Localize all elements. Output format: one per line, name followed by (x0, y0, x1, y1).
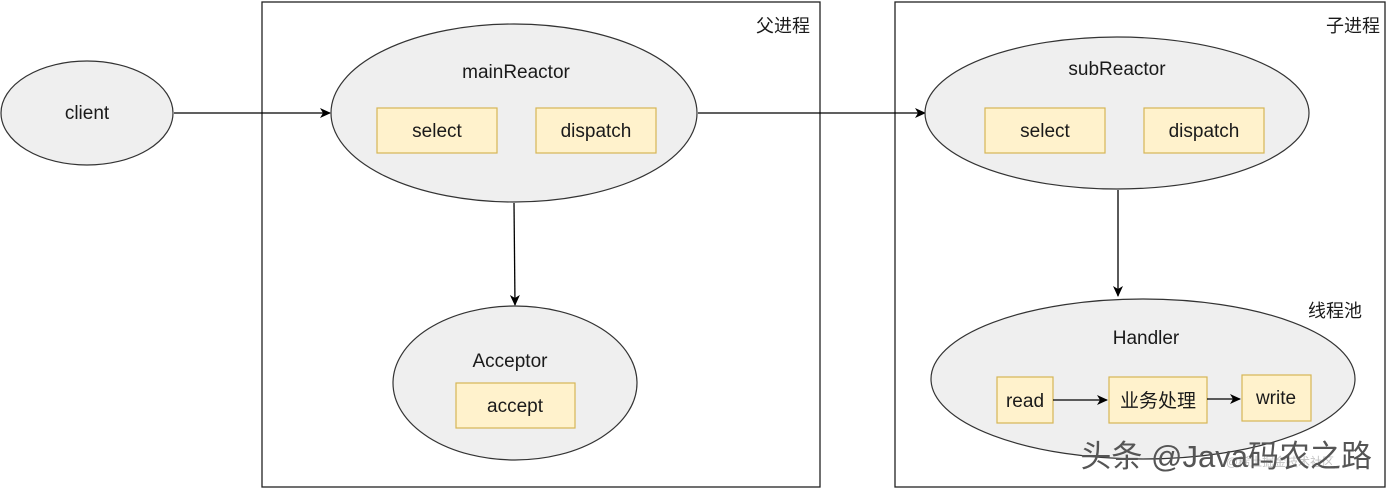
mainreactor-to-acceptor-arrow (509, 202, 520, 306)
acceptor-title: Acceptor (473, 351, 549, 372)
sub-reactor-title: subReactor (1068, 59, 1166, 80)
accept-label: accept (487, 396, 544, 417)
sub-dispatch-label: dispatch (1169, 121, 1240, 142)
sub-select-label: select (1020, 121, 1070, 142)
main-dispatch-label: dispatch (561, 121, 632, 142)
business-label: 业务处理 (1120, 390, 1196, 412)
main-dispatch-box (535, 107, 657, 154)
sub-select-box (984, 107, 1106, 154)
sub-reactor-node: subReactor select dispatch (924, 36, 1310, 190)
child-process-label: 子进程 (1326, 16, 1380, 36)
main-reactor-node: mainReactor select dispatch (330, 23, 698, 203)
client-node: client (0, 60, 174, 166)
sub-dispatch-box (1143, 107, 1265, 154)
child-process-frame: 子进程 线程池 (894, 1, 1386, 488)
watermark: @稀土掘金技术社区 头条 @Java码农之路 (1080, 439, 1372, 474)
write-box (1241, 374, 1312, 422)
main-reactor-title: mainReactor (462, 62, 570, 83)
thread-pool-label: 线程池 (1308, 301, 1362, 321)
main-select-label: select (412, 121, 462, 142)
watermark-subtext: @稀土掘金技术社区 (1226, 454, 1334, 469)
parent-process-label: 父进程 (756, 16, 810, 36)
handler-node: Handler read 业务处理 write (930, 298, 1356, 460)
accept-box (455, 382, 576, 429)
business-box (1108, 376, 1208, 424)
client-label: client (65, 103, 110, 124)
read-box (996, 376, 1054, 424)
parent-process-frame: 父进程 (261, 1, 821, 488)
read-label: read (1006, 391, 1044, 412)
write-label: write (1255, 388, 1296, 409)
handler-title: Handler (1113, 328, 1180, 349)
acceptor-node: Acceptor accept (392, 305, 638, 461)
main-select-box (376, 107, 498, 154)
watermark-text: 头条 @Java码农之路 (1080, 439, 1372, 474)
